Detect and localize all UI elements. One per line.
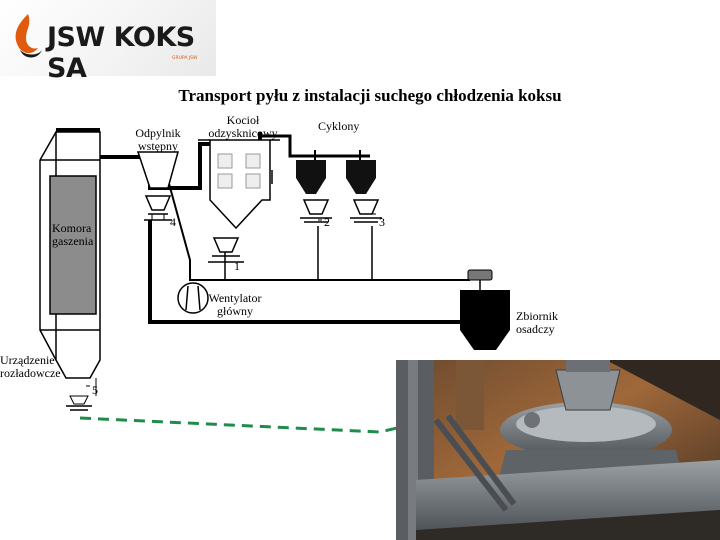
pre-separator — [136, 151, 179, 221]
label-wentylator: Wentylator główny — [208, 291, 262, 318]
label-kociol: Kocioł odzysknicowy — [208, 113, 278, 140]
chamber-fill — [49, 175, 97, 315]
marker-3: 3 — [379, 215, 385, 229]
logo-text: JSW KOKS SA — [47, 22, 195, 84]
marker-2: 2 — [324, 215, 330, 229]
cyclones — [296, 160, 382, 223]
logo-subtext: GRUPA JSW — [172, 56, 198, 61]
label-urzadzenie: Urządzenie rozładowcze — [0, 353, 61, 380]
page-title: Transport pyłu z instalacji suchego chło… — [178, 86, 562, 105]
quench-column — [39, 131, 101, 411]
marker-4: 4 — [170, 215, 176, 229]
marker-1: 1 — [234, 259, 240, 273]
label-zbiornik: Zbiornik osadczy — [516, 309, 558, 336]
flame-icon — [15, 14, 42, 58]
photo-panel — [396, 360, 720, 540]
logo-panel: JSW KOKS SA GRUPA JSW — [0, 0, 216, 84]
settling-tank — [460, 269, 510, 350]
label-komora: Komora gaszenia — [52, 221, 94, 248]
marker-5: 5 — [92, 383, 98, 397]
label-cyklony: Cyklony — [318, 119, 360, 133]
label-odpylnik: Odpylnik wstępny — [135, 126, 181, 153]
fan-icon — [177, 282, 209, 314]
boiler — [198, 139, 280, 263]
